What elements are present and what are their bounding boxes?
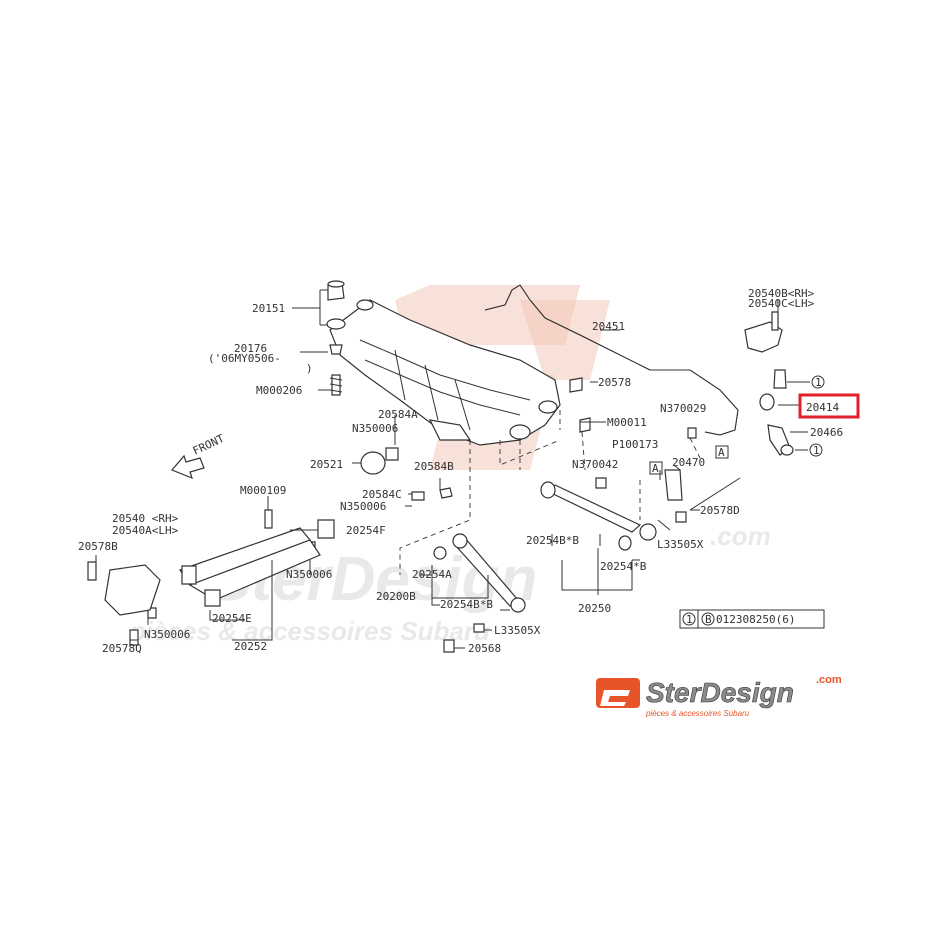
label-M000109: M000109 [240, 484, 286, 497]
label-20521: 20521 [310, 458, 343, 471]
logo-com: .com [816, 674, 842, 686]
label-N370029: N370029 [660, 402, 706, 415]
label-20254A: 20254A [412, 568, 452, 581]
label-P100173: P100173 [612, 438, 658, 451]
links [104, 477, 741, 616]
label-20414[interactable]: 20414 [806, 401, 839, 414]
label-20200B: 20200B [376, 590, 416, 603]
label-20451: 20451 [592, 320, 625, 333]
label-20254-B: 20254*B [600, 560, 647, 573]
callout-A-2: A [718, 446, 725, 459]
watermark-com: .com [710, 521, 771, 551]
dashed-guides [399, 410, 701, 575]
link-20254B [543, 484, 642, 533]
bracket-20540 [104, 564, 161, 616]
label-20578D: 20578D [700, 504, 740, 517]
highlight-box-20414[interactable] [798, 393, 860, 419]
label-20540B: 20540B<RH> [748, 287, 815, 300]
label-M00011: M00011 [607, 416, 647, 429]
label-N370042: N370042 [572, 458, 618, 471]
leader-lines [95, 289, 810, 649]
label-N350006-top: N350006 [352, 422, 398, 435]
label-L33505X-1: L33505X [657, 538, 704, 551]
logo-tagline: pièces & accessoires Subaru [645, 709, 750, 718]
front-arrow-icon: FRONT [170, 432, 227, 480]
label-20254F: 20254F [346, 524, 386, 537]
label-N350006-bottom: N350006 [144, 628, 190, 641]
label-N350006-mid: N350006 [340, 500, 386, 513]
part-labels: 20151 20176 ('06MY0506- ) M000206 20451 … [78, 287, 860, 655]
circle-1-bottom: 1 [813, 444, 820, 457]
label-20540: 20540 <RH> [112, 512, 179, 525]
label-20254E: 20254E [212, 612, 252, 625]
label-20584C: 20584C [362, 488, 402, 501]
callout-A: A [652, 462, 659, 475]
label-20578Q: 20578Q [102, 642, 142, 655]
label-20568: 20568 [468, 642, 501, 655]
label-20176: 20176 [234, 342, 267, 355]
bracket-20540B [744, 311, 794, 456]
label-20176-note-end: ) [306, 362, 313, 375]
stabilizer-bar-20451 [484, 284, 739, 436]
label-20254B-B-2: 20254B*B [440, 598, 493, 611]
front-label: FRONT [191, 432, 227, 458]
label-20151: 20151 [252, 302, 285, 315]
label-20466: 20466 [810, 426, 843, 439]
legend-code: 012308250(6) [716, 613, 795, 626]
label-20540C: 20540C<LH> [748, 297, 815, 310]
bumper-20521 [360, 451, 386, 475]
watermark-subtitle: pièces & accessoires Subaru [129, 616, 490, 646]
circle-callouts: 1 1 [809, 375, 825, 457]
crossmember-20151 [329, 299, 561, 446]
callout-A-box [649, 461, 663, 475]
label-20578B: 20578B [78, 540, 118, 553]
label-20252: 20252 [234, 640, 267, 653]
circle-1-top: 1 [815, 376, 822, 389]
label-L33505X-2: L33505X [494, 624, 541, 637]
callout-A-box-2 [715, 445, 729, 459]
label-20176-note: ('06MY0506- [208, 352, 281, 365]
logo-wordmark: SterDesign [646, 677, 794, 708]
legend-circle-B: B [705, 613, 712, 626]
sterdesign-logo: SterDesign .com pièces & accessoires Sub… [596, 674, 842, 718]
label-M000206: M000206 [256, 384, 302, 397]
label-20250: 20250 [578, 602, 611, 615]
legend: 1 B 012308250(6) [679, 609, 825, 629]
label-N350006-left: N350006 [286, 568, 332, 581]
label-20584B: 20584B [414, 460, 454, 473]
label-20578: 20578 [598, 376, 631, 389]
label-20584A: 20584A [378, 408, 418, 421]
label-20470: 20470 [672, 456, 705, 469]
legend-circle-1: 1 [686, 613, 693, 626]
label-20254B-B-1: 20254B*B [526, 534, 579, 547]
label-20540A: 20540A<LH> [112, 524, 179, 537]
mount-20151 [326, 280, 346, 396]
small-parts [87, 377, 697, 653]
